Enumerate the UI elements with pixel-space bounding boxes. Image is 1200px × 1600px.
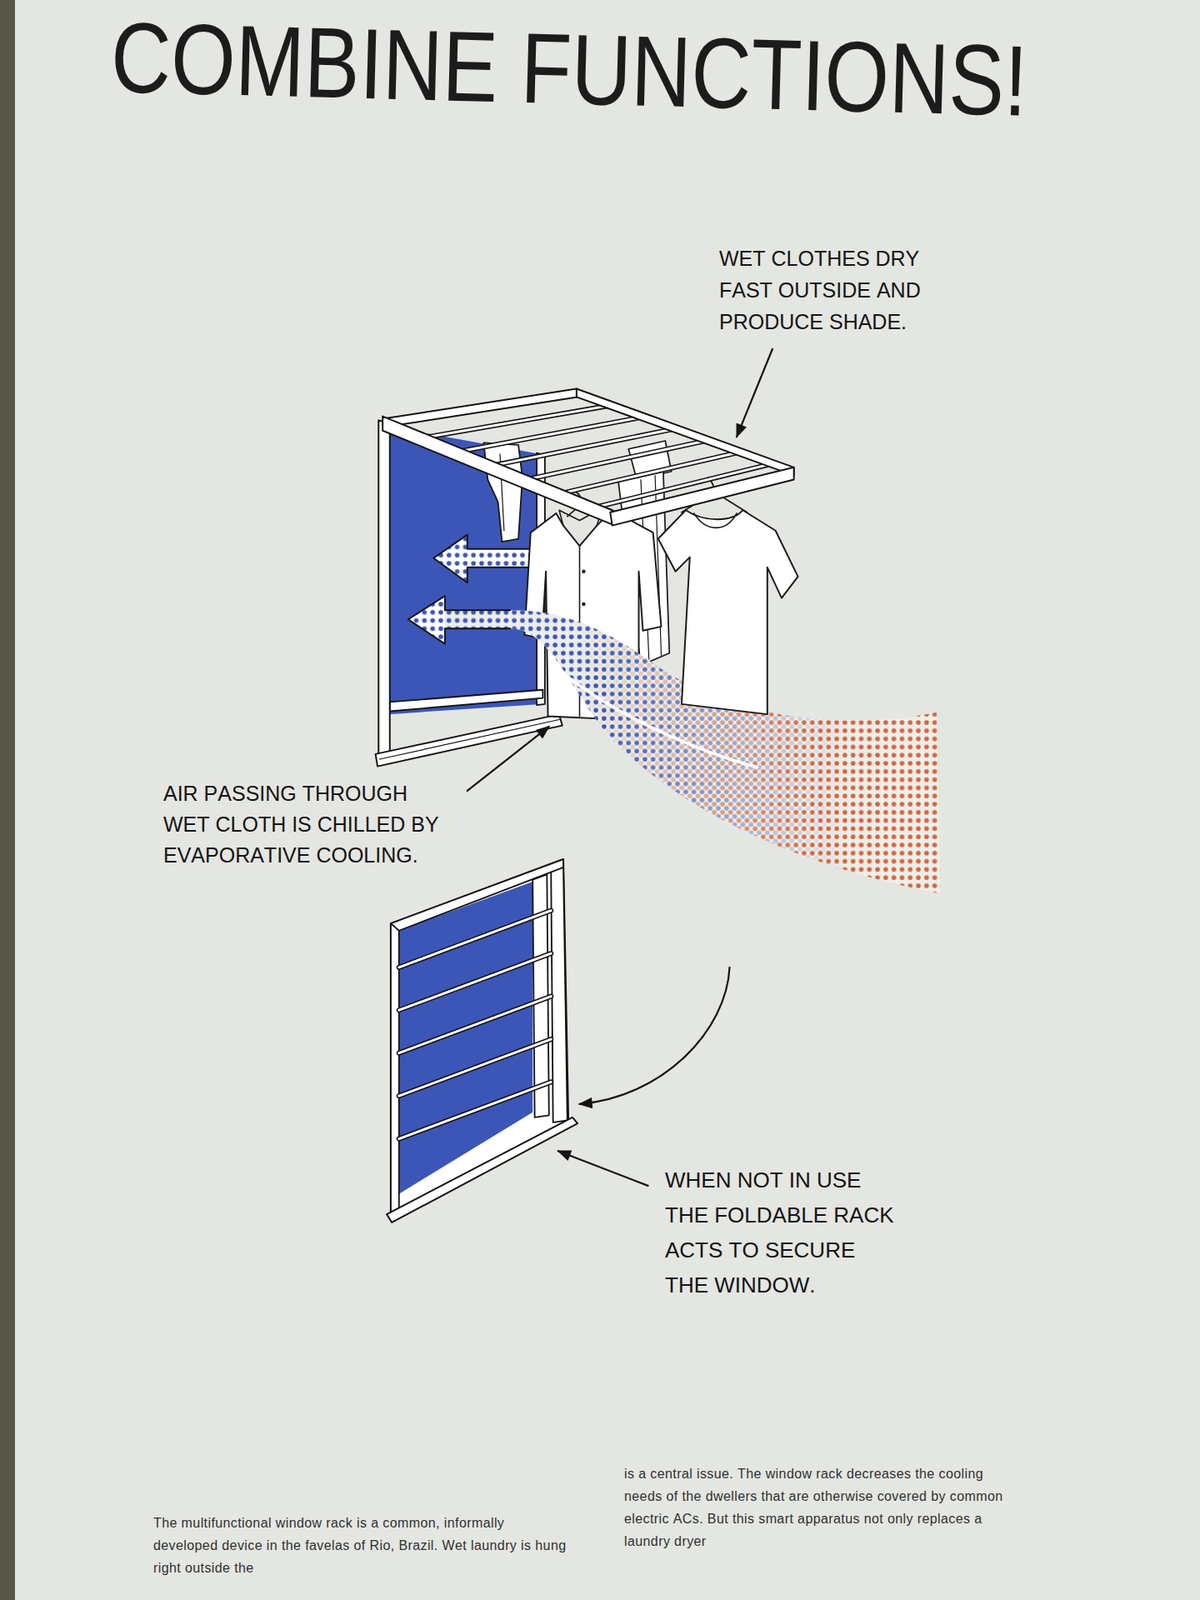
leader-arrows <box>467 349 773 1186</box>
button <box>581 570 585 574</box>
leader-arrow <box>558 1150 649 1186</box>
hanging-cloth <box>483 442 523 542</box>
air-arrow-head <box>408 595 445 645</box>
window-glass <box>389 426 541 715</box>
leader-arrow <box>467 726 550 791</box>
window-rack <box>382 389 794 526</box>
window-head <box>390 859 564 931</box>
fold-arrow <box>580 967 730 1105</box>
shirt <box>658 510 799 715</box>
body-text: The multifunctional window rack is a com… <box>153 1511 570 1580</box>
rack-rail <box>382 416 613 525</box>
air-arrow-dots <box>408 595 445 645</box>
callout-text: WHEN NOT IN USE THE FOLDABLE RACK ACTS T… <box>665 1162 900 1303</box>
rack-rail <box>576 389 795 476</box>
button <box>581 602 585 606</box>
photo-edge <box>0 0 15 1600</box>
air-arrow-outline <box>433 535 535 584</box>
t-shirt <box>658 477 799 715</box>
rack-rods <box>399 910 551 1140</box>
air-arrow-dots <box>433 535 535 584</box>
window-sill <box>386 1117 578 1223</box>
rack-rail <box>385 389 579 427</box>
air-stream <box>408 595 941 895</box>
air-arrow-outline <box>408 595 510 645</box>
window-sill <box>375 714 563 766</box>
title-holder: COMBINE FUNCTIONS! <box>110 6 1200 136</box>
body-text: is a central issue. The window rack decr… <box>624 1462 1010 1553</box>
label-holder: WHEN NOT IN USE THE FOLDABLE RACK ACTS T… <box>665 1162 900 1303</box>
shirt-neck <box>694 513 737 528</box>
rack-side <box>550 863 568 1123</box>
air-arrow <box>433 535 535 584</box>
label-holder: is a central issue. The window rack decr… <box>624 1462 1010 1553</box>
poster-title: COMBINE FUNCTIONS! <box>110 6 1030 131</box>
label-holder: The multifunctional window rack is a com… <box>153 1511 570 1580</box>
rack-rods <box>399 910 551 1140</box>
window-rail <box>390 690 544 712</box>
window-post <box>378 420 390 765</box>
label-holder: AIR PASSING THROUGH WET CLOTH IS CHILLED… <box>163 778 451 871</box>
callout-text: AIR PASSING THROUGH WET CLOTH IS CHILLED… <box>163 778 451 871</box>
window-glass <box>399 881 533 1195</box>
rack-rail <box>610 467 794 526</box>
closed-window <box>386 859 578 1223</box>
leader-arrow <box>736 349 773 437</box>
window-rack-drawing <box>375 349 941 1223</box>
label-holder: WET CLOTHES DRY FAST OUTSIDE AND PRODUCE… <box>719 242 949 338</box>
callout-text: WET CLOTHES DRY FAST OUTSIDE AND PRODUCE… <box>719 242 949 338</box>
